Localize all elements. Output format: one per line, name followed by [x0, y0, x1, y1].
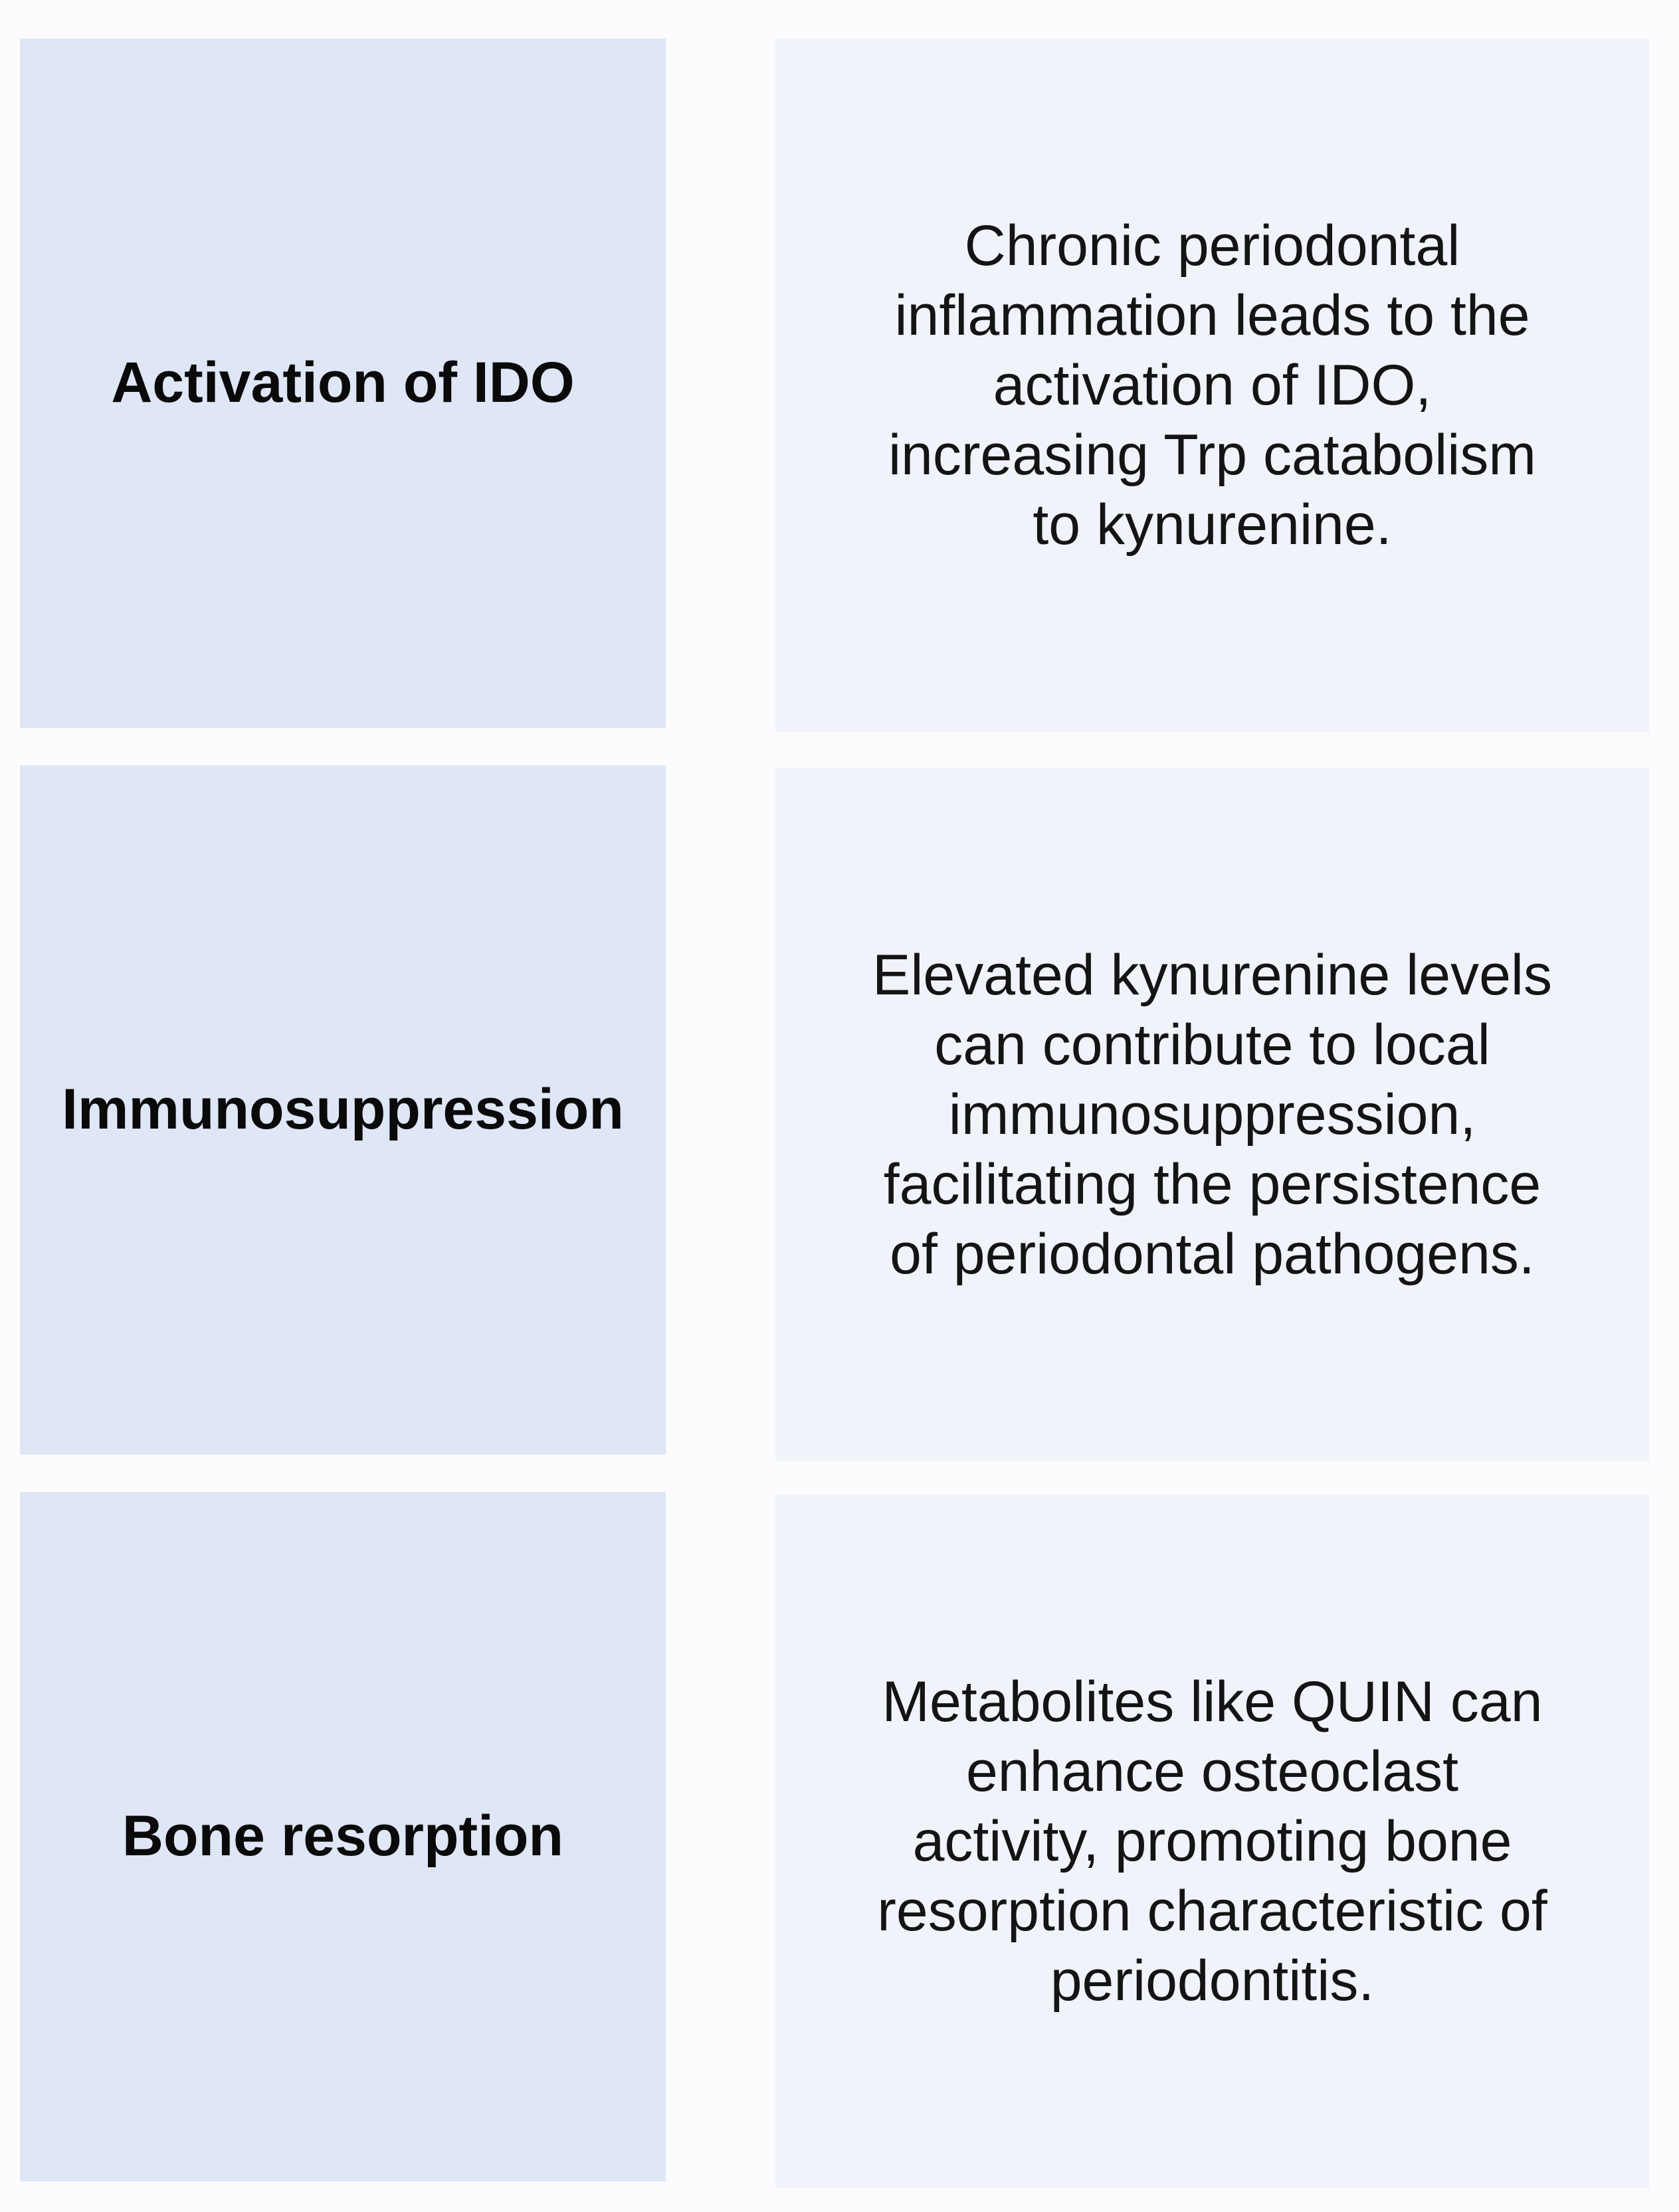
title-box-immunosuppression: Immunosuppression	[20, 765, 666, 1455]
title-box-bone-resorption: Bone resorption	[20, 1492, 666, 2181]
description-box-bone-resorption: Metabolites like QUIN can enhance osteoc…	[775, 1495, 1649, 2188]
description-box-activation-of-ido: Chronic periodontal inflammation leads t…	[775, 39, 1649, 732]
description-box-immunosuppression: Elevated kynurenine levels can contribut…	[775, 768, 1649, 1461]
title-text: Bone resorption	[122, 1804, 564, 1869]
title-text: Activation of IDO	[111, 351, 575, 415]
description-text: Elevated kynurenine levels can contribut…	[872, 943, 1553, 1286]
description-text: Metabolites like QUIN can enhance osteoc…	[877, 1669, 1547, 2013]
description-text: Chronic periodontal inflammation leads t…	[888, 213, 1537, 557]
title-box-activation-of-ido: Activation of IDO	[20, 39, 666, 728]
title-text: Immunosuppression	[62, 1077, 624, 1142]
